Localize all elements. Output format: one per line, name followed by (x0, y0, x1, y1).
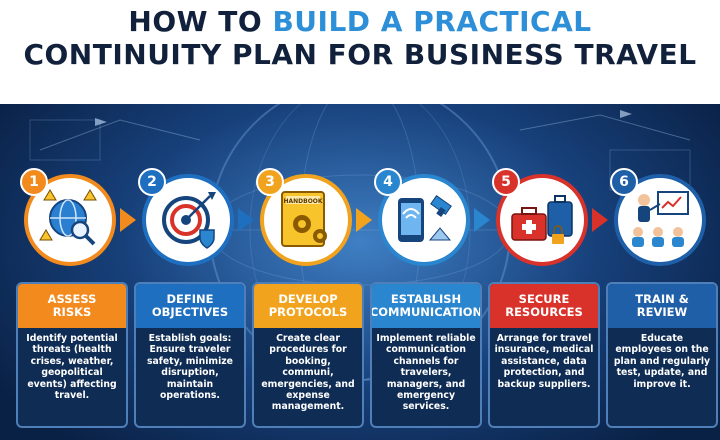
step-1-title-line1: ASSESS (47, 292, 97, 306)
step-5-title: SECURE RESOURCES (490, 284, 598, 328)
chevron-right-icon (120, 208, 136, 232)
page-subtitle: CONTINUITY PLAN FOR BUSINESS TRAVEL (23, 38, 697, 71)
step-2-circle (142, 174, 234, 266)
step-3-title-line2: PROTOCOLS (268, 305, 348, 319)
step-4-card: ESTABLISH COMMUNICATION Implement reliab… (370, 282, 482, 428)
step-3-title-line1: DEVELOP (278, 292, 338, 306)
step-4-number: 4 (374, 168, 402, 196)
step-1-title: ASSESS RISKS (18, 284, 126, 328)
step-2-number: 2 (138, 168, 166, 196)
step-6-number: 6 (610, 168, 638, 196)
step-2-description: Establish goals: Ensure traveler safety,… (147, 333, 233, 402)
step-5-number: 5 (492, 168, 520, 196)
step-5-card: SECURE RESOURCES Arrange for travel insu… (488, 282, 600, 428)
step-4-description: Implement reliable communication channel… (376, 333, 476, 413)
chevron-right-icon (474, 208, 490, 232)
phone-satellite-icon (398, 195, 452, 242)
step-2-title-line2: OBJECTIVES (151, 305, 229, 319)
header: HOW TO BUILD A PRACTICAL CONTINUITY PLAN… (0, 0, 720, 104)
step-3-number: 3 (256, 168, 284, 196)
step-1-number: 1 (20, 168, 48, 196)
step-1-title-line2: RISKS (52, 305, 92, 319)
step-3-description: Create clear procedures for booking, com… (261, 333, 355, 413)
step-2-title: DEFINE OBJECTIVES (136, 284, 244, 328)
title-line1-accent: BUILD A PRACTICAL (272, 5, 592, 38)
step-3-title: DEVELOP PROTOCOLS (254, 284, 362, 328)
chevron-right-icon (356, 208, 372, 232)
step-6-card: TRAIN & REVIEW Educate employees on the … (606, 282, 718, 428)
step-2-card: DEFINE OBJECTIVES Establish goals: Ensur… (134, 282, 246, 428)
step-6-description: Educate employees on the plan and regula… (613, 333, 711, 390)
steps-row: 1 2 HANDBOOK (0, 104, 720, 440)
chevron-right-icon (592, 208, 608, 232)
step-1-card: ASSESS RISKS Identify potential threats … (16, 282, 128, 428)
step-5-title-line1: SECURE (518, 292, 570, 306)
step-4-title: ESTABLISH COMMUNICATION (372, 284, 480, 328)
step-5-description: Arrange for travel insurance, medical as… (494, 333, 594, 390)
handbook-label: HANDBOOK (283, 198, 322, 205)
step-5-title-line2: RESOURCES (505, 305, 583, 319)
trainer-audience-icon (632, 191, 689, 247)
handbook-gears-icon: HANDBOOK (281, 191, 327, 247)
step-3-card: DEVELOP PROTOCOLS Create clear procedure… (252, 282, 364, 428)
medkit-luggage-lock-icon (511, 195, 573, 244)
step-5-circle (496, 174, 588, 266)
step-4-title-line1: ESTABLISH (390, 292, 462, 306)
globe-warning-magnifier-icon (39, 189, 97, 246)
step-4-title-line2: COMMUNICATION (370, 305, 482, 319)
step-6-title-line1: TRAIN & (635, 292, 689, 306)
step-1-description: Identify potential threats (health crise… (26, 333, 118, 402)
step-1-circle (24, 174, 116, 266)
title-line1-prefix: HOW TO (128, 5, 273, 38)
step-6-title: TRAIN & REVIEW (608, 284, 716, 328)
page-title: HOW TO BUILD A PRACTICAL (0, 0, 720, 38)
step-2-title-line1: DEFINE (166, 292, 214, 306)
target-shield-icon (162, 192, 216, 249)
step-6-title-line2: REVIEW (636, 305, 688, 319)
chevron-right-icon (238, 208, 254, 232)
